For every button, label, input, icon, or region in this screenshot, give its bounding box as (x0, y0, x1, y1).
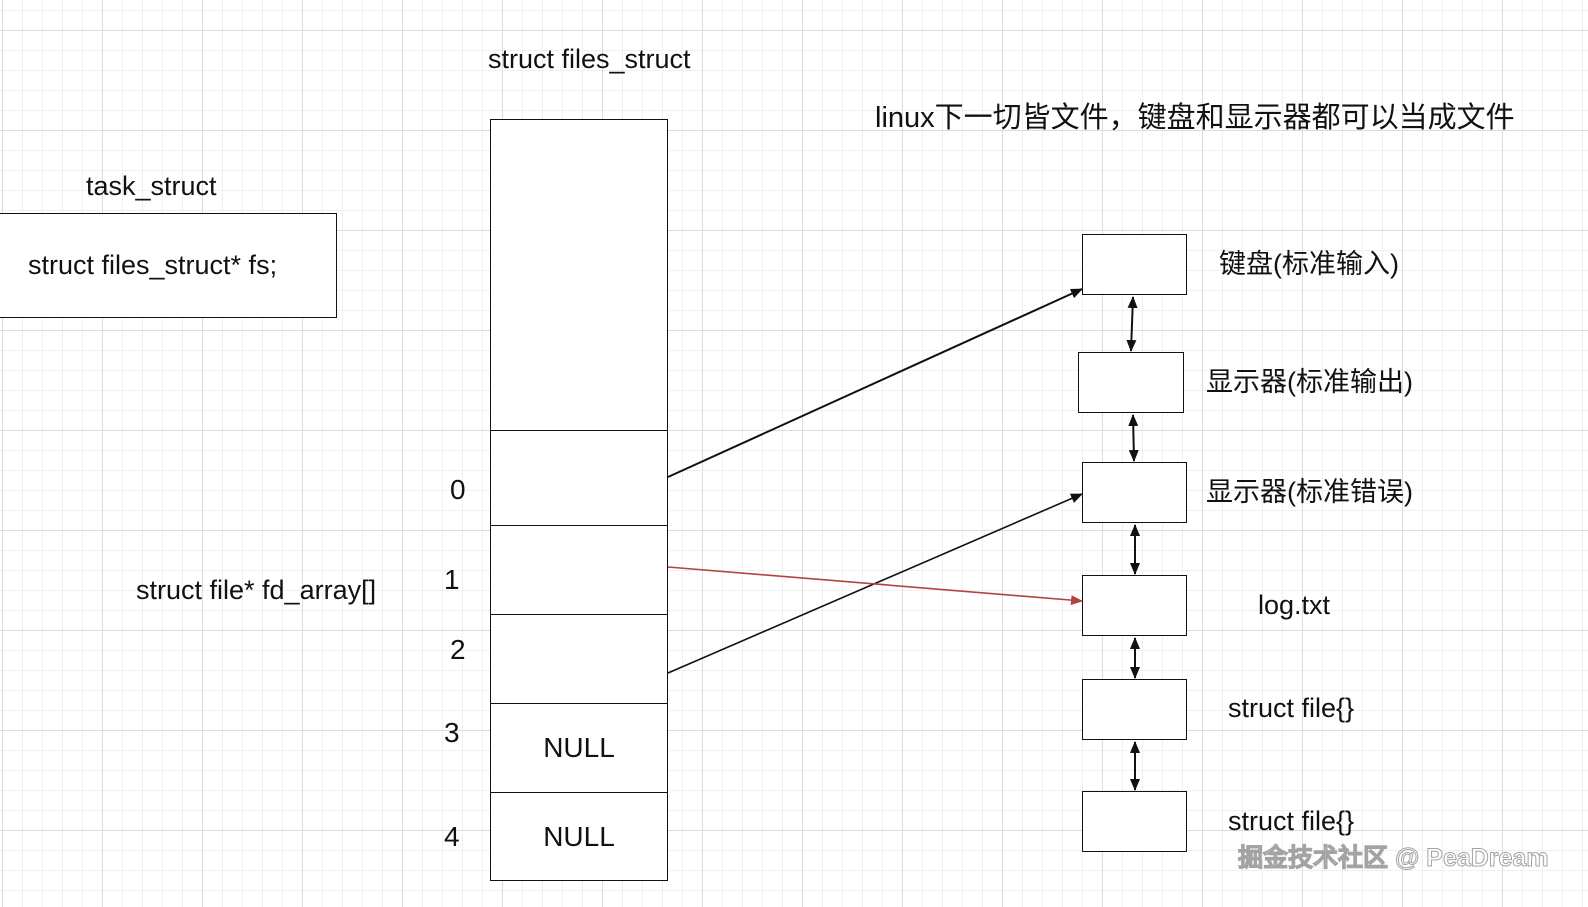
file-label-file-b: struct file{} (1228, 806, 1355, 836)
fd-slot-0 (490, 430, 668, 526)
task-struct-box (0, 213, 337, 318)
task-struct-field: struct files_struct* fs; (28, 250, 278, 280)
files-struct-title: struct files_struct (488, 44, 691, 74)
file-label-logtxt: log.txt (1258, 590, 1331, 620)
file-box-stderr (1082, 462, 1187, 523)
arrow-fd0-to-keyboard (667, 288, 1083, 478)
fd-slot-3: NULL (490, 703, 668, 793)
fd-index-4: 4 (444, 821, 460, 852)
fd-index-0: 0 (450, 474, 466, 505)
files-struct-box (490, 119, 668, 431)
file-box-keyboard (1082, 234, 1187, 295)
file-label-keyboard: 键盘(标准输入) (1219, 249, 1399, 279)
file-box-file-a (1082, 679, 1187, 740)
file-label-stdout: 显示器(标准输出) (1206, 367, 1413, 397)
fd-index-1: 1 (444, 564, 460, 595)
fd-slot-2 (490, 614, 668, 704)
everything-is-file-note: linux下一切皆文件，键盘和显示器都可以当成文件 (875, 102, 1515, 134)
file-box-logtxt (1082, 575, 1187, 636)
watermark: 掘金技术社区 @ PeaDream (1238, 844, 1550, 872)
fd-slot-4: NULL (490, 792, 668, 881)
file-label-stderr: 显示器(标准错误) (1206, 477, 1413, 507)
link-keyboard-stdout (1126, 296, 1138, 352)
link-stdout-stderr (1128, 414, 1139, 462)
file-box-file-b (1082, 791, 1187, 852)
task-struct-title: task_struct (86, 171, 217, 201)
file-box-stdout (1078, 352, 1184, 413)
file-label-file-a: struct file{} (1228, 693, 1355, 723)
fd-index-3: 3 (444, 717, 460, 748)
fd-array-label: struct file* fd_array[] (136, 575, 377, 605)
fd-slot-1 (490, 525, 668, 615)
fd-index-2: 2 (450, 634, 466, 665)
arrow-fd1-to-logtxt (667, 566, 1083, 606)
